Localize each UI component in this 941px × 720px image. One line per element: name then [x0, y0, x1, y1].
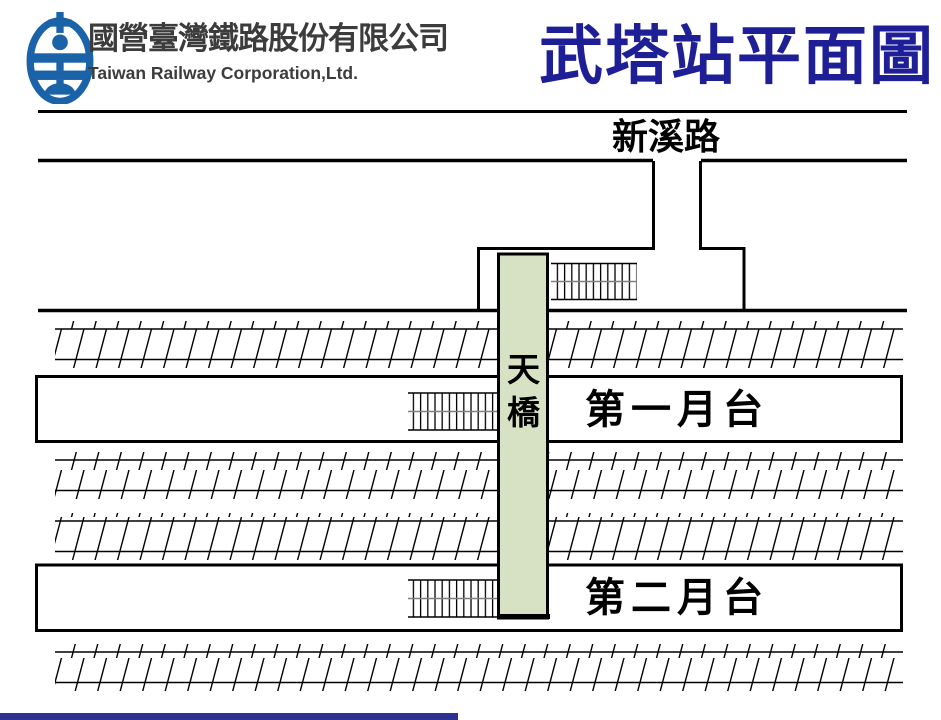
stairs-entrance	[551, 262, 637, 301]
company-name-chinese: 國營臺灣鐵路股份有限公司	[88, 21, 449, 56]
stairs-platform-2	[408, 579, 497, 618]
platform-2-label: 第二月台	[585, 576, 769, 620]
footbridge-rect	[497, 252, 550, 620]
track-hatch-band-1	[55, 321, 903, 368]
taiwan-railway-logo-icon	[26, 12, 94, 106]
stairs-platform-1	[408, 392, 497, 431]
company-name-english: Taiwan Railway Corporation,Ltd.	[88, 63, 358, 84]
station-entrance-outline	[477, 161, 746, 311]
page-title: 武塔站平面圖	[539, 20, 935, 92]
company-name-block: 國營臺灣鐵路股份有限公司 Taiwan Railway Corporation,…	[88, 21, 449, 84]
footbridge-label-text: 天橋	[507, 351, 540, 431]
track-hatch-band-4	[55, 644, 903, 691]
platform-1-label: 第一月台	[585, 388, 769, 432]
taiwan-railway-emblem-svg	[26, 12, 94, 106]
track-hatch-band-3	[55, 513, 903, 560]
track-hatch-band-2	[55, 452, 903, 499]
bottom-blue-bar	[0, 713, 458, 720]
footbridge-label: 天橋	[497, 348, 550, 434]
road-label: 新溪路	[611, 116, 720, 157]
